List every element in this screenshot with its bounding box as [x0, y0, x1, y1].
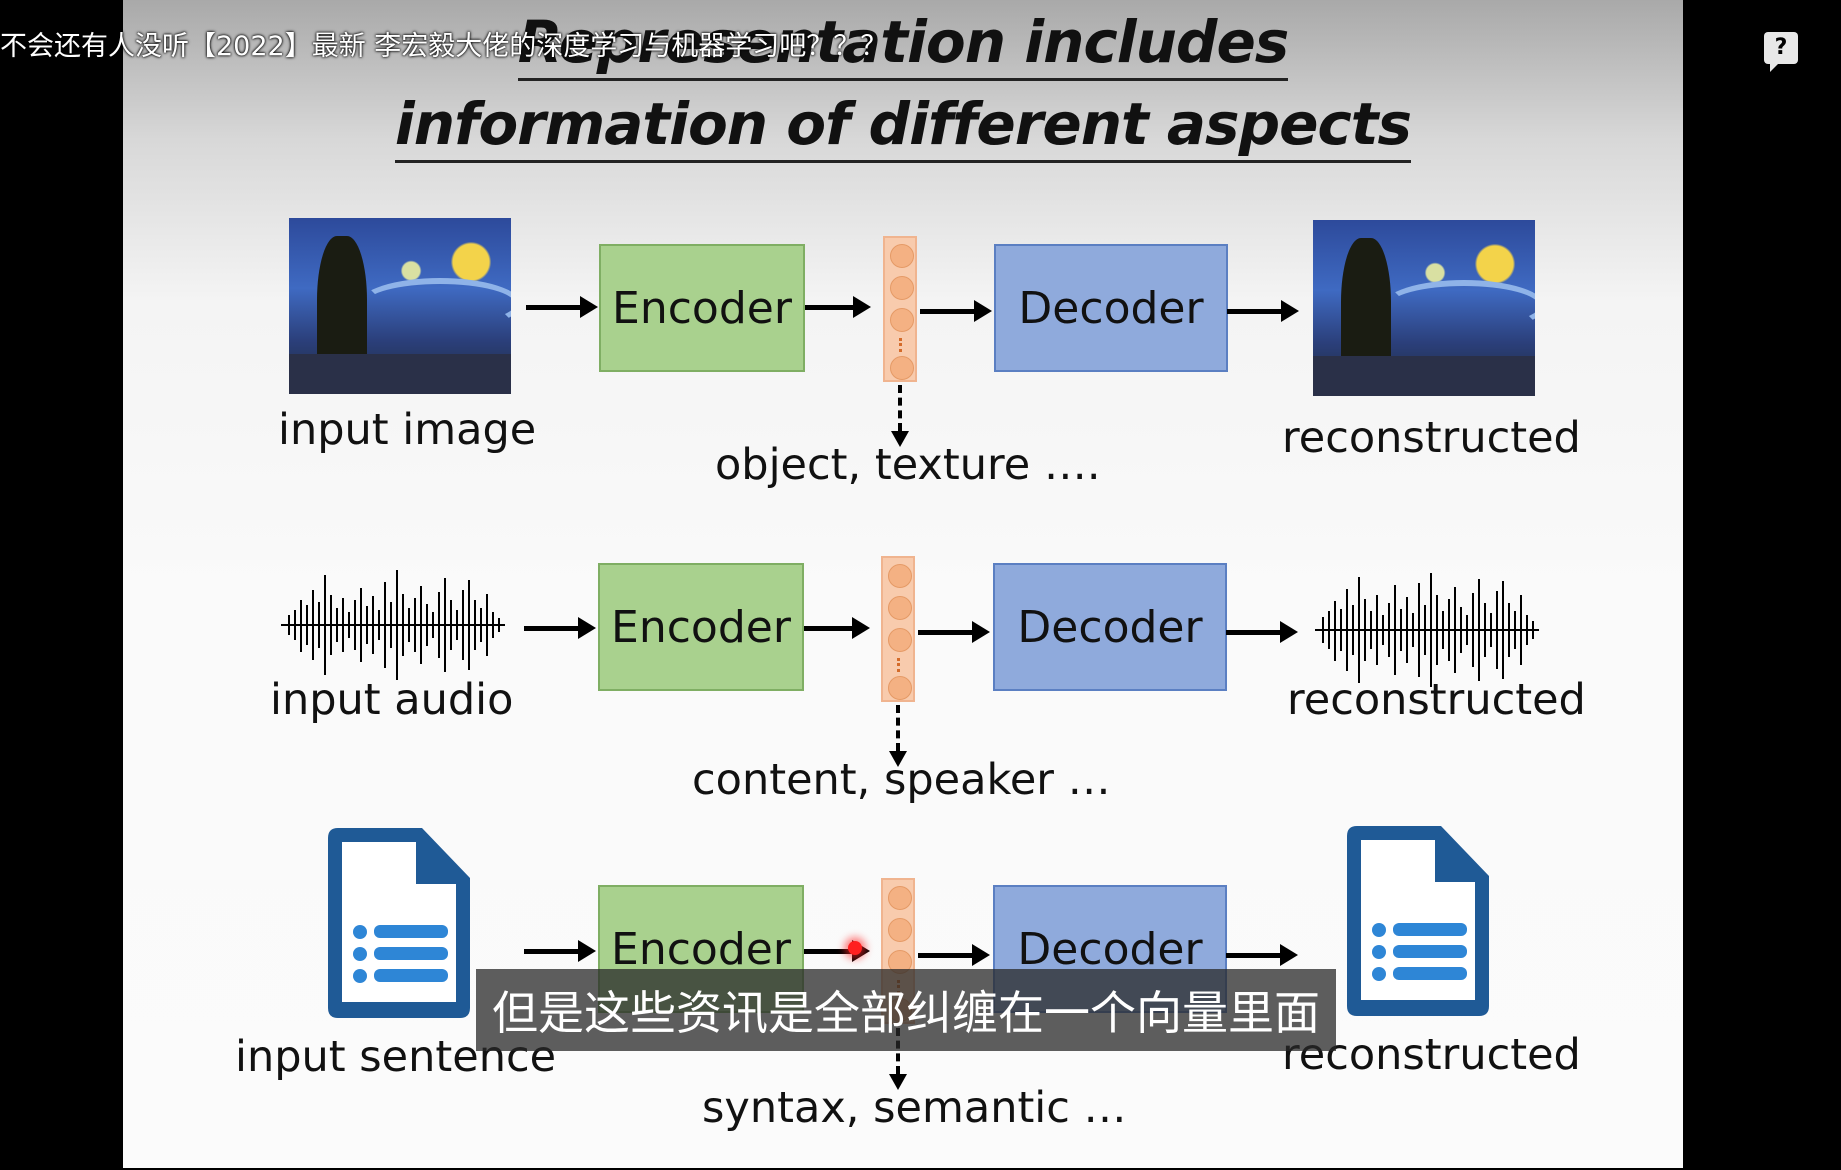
help-button[interactable]: ? — [1764, 32, 1798, 72]
aspects-label-image: object, texture …. — [715, 440, 1101, 490]
arrow-icon — [1227, 300, 1299, 322]
video-subtitle: 但是这些资讯是全部纠缠在一个向量里面 — [476, 969, 1336, 1051]
decoder-box-audio: Decoder — [993, 563, 1227, 691]
arrow-icon — [805, 296, 871, 318]
dashed-arrow-icon — [889, 705, 907, 767]
input-audio-waveform-icon — [281, 570, 505, 680]
arrow-icon — [1226, 621, 1298, 643]
reconstructed-audio-waveform-icon — [1315, 573, 1539, 687]
input-sentence-document-icon — [328, 828, 470, 1018]
encoder-box-audio: Encoder — [598, 563, 804, 691]
aspects-label-sentence: syntax, semantic … — [702, 1083, 1127, 1133]
reconstructed-sentence-document-icon — [1347, 826, 1489, 1016]
latent-vector-audio — [881, 556, 915, 702]
reconstructed-image-starry-night — [1313, 220, 1535, 396]
arrow-icon — [524, 940, 596, 962]
arrow-icon — [526, 296, 598, 318]
arrow-icon — [804, 940, 870, 962]
arrow-icon — [524, 617, 596, 639]
laser-pointer-icon — [848, 941, 862, 955]
arrow-icon — [918, 621, 990, 643]
reconstructed-label-audio: reconstructed — [1287, 675, 1586, 725]
encoder-box-image: Encoder — [599, 244, 805, 372]
dashed-arrow-icon — [889, 1028, 907, 1090]
dashed-arrow-icon — [891, 385, 909, 447]
aspects-label-audio: content, speaker … — [692, 755, 1111, 805]
lecture-slide: Representation includes information of d… — [123, 0, 1683, 1168]
input-audio-label: input audio — [270, 675, 514, 725]
arrow-icon — [1226, 944, 1298, 966]
decoder-box-image: Decoder — [994, 244, 1228, 372]
reconstructed-label-image: reconstructed — [1282, 413, 1581, 463]
arrow-icon — [918, 944, 990, 966]
slide-title-line-1: Representation includes — [123, 8, 1683, 81]
arrow-icon — [804, 617, 870, 639]
video-title: 不会还有人没听【2022】最新 李宏毅大佬的深度学习与机器学习吧？？？ — [0, 31, 888, 62]
slide-title-line-2: information of different aspects — [123, 90, 1683, 163]
arrow-icon — [920, 300, 992, 322]
input-image-label: input image — [278, 405, 537, 455]
input-image-starry-night — [289, 218, 511, 394]
latent-vector-image — [883, 236, 917, 382]
